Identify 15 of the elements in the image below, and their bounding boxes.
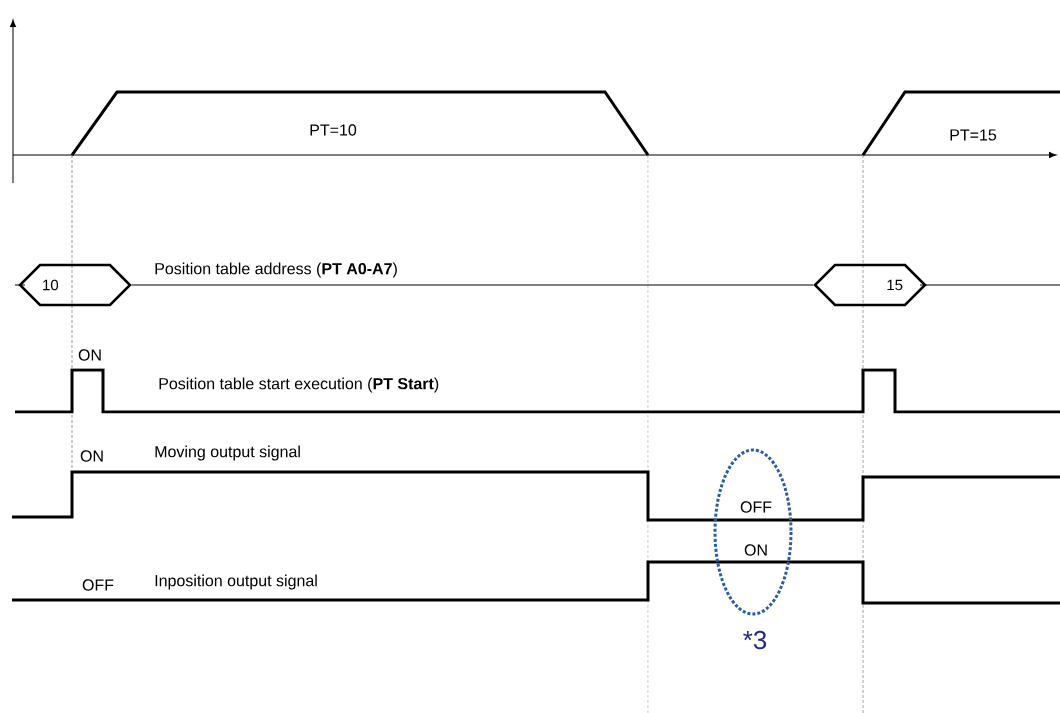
signal-label: Position table address (PT A0-A7) xyxy=(155,262,397,278)
signal-label: ON xyxy=(744,544,767,556)
signal-label: ON xyxy=(80,450,103,462)
bus-line xyxy=(131,284,814,286)
signal-label: *3 xyxy=(743,630,767,650)
bus-value-hexagon: 10 xyxy=(18,263,132,307)
signal-label: ON xyxy=(78,349,101,361)
signal-label: Position table start execution (PT Start) xyxy=(159,377,439,393)
signal-label: PT=10 xyxy=(310,124,357,136)
signal-label: Inposition output signal xyxy=(155,574,317,590)
bus-value-hexagon: 15 xyxy=(813,263,927,307)
signal-label: PT=15 xyxy=(950,129,997,141)
signal-label: Moving output signal xyxy=(155,445,300,461)
signal-label: OFF xyxy=(740,501,772,513)
signal-label: OFF xyxy=(82,579,114,591)
